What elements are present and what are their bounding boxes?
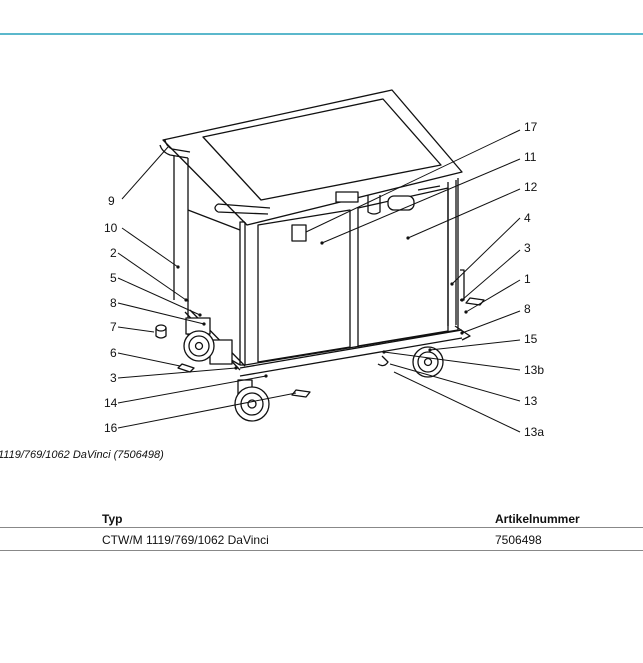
rear-post [173,156,189,302]
callout-label: 9 [108,194,115,208]
brake-pedal-right [465,297,485,306]
table-header-row: Typ Artikelnummer [0,505,643,528]
callout-label: 15 [524,332,538,346]
hinge-bracket [291,224,307,242]
callout-label: 13b [524,363,544,377]
latch-plate-left [335,191,359,203]
latch-plate-right [387,195,415,211]
cell-article-number: 7506498 [495,533,542,547]
callout-label: 5 [110,271,117,285]
callout-label: 8 [110,296,117,310]
door-right [357,187,449,347]
right-post [447,180,457,326]
cart-body-left [239,221,245,366]
cart-lid-window [202,98,442,201]
callout-label: 10 [104,221,118,235]
wheel-front-left [234,379,270,422]
wheel-front-right [412,346,444,378]
callout-label: 11 [524,150,537,164]
cell-type: CTW/M 1119/769/1062 DaVinci [102,533,269,547]
callout-label: 4 [524,211,531,225]
cart-technical-drawing: 9 10 2 5 8 7 6 3 14 16 17 11 12 4 3 1 8 … [104,89,544,439]
callouts-right: 17 11 12 4 3 1 8 15 13b 13 13a [524,120,544,439]
corner-bumper [377,355,389,367]
wheel-rear-left [183,330,215,362]
callout-label: 1 [524,272,531,286]
callout-label: 3 [524,241,531,255]
column-header-artikelnummer: Artikelnummer [495,512,580,526]
stopper-part-7 [155,324,167,339]
callout-label: 17 [524,120,538,134]
door-handle [367,195,381,215]
brake-pedal-part-6 [177,363,195,373]
brand-plate [417,185,441,191]
door-left [257,209,351,363]
callouts-left: 9 10 2 5 8 7 6 3 14 16 [104,194,118,435]
callout-label: 13a [524,425,544,439]
column-header-typ: Typ [102,512,123,526]
table-row: CTW/M 1119/769/1062 DaVinci 7506498 [0,528,643,551]
callout-label: 6 [110,346,117,360]
chassis-rail-right [454,325,471,341]
header-accent-rule [0,33,643,35]
callout-label: 14 [104,396,118,410]
callout-label: 13 [524,394,538,408]
cart-body-front [244,178,459,366]
front-handle [214,203,271,215]
callout-label: 16 [104,421,118,435]
article-table: Typ Artikelnummer CTW/M 1119/769/1062 Da… [0,505,643,551]
callout-label: 2 [110,246,117,260]
chassis-rail-front [239,329,463,377]
cart-lid [162,89,463,226]
callout-label: 7 [110,320,117,334]
figure-caption: 1119/769/1062 DaVinci (7506498) [0,449,164,461]
callout-label: 12 [524,180,538,194]
callout-label: 8 [524,302,531,316]
callout-label: 3 [110,371,117,385]
